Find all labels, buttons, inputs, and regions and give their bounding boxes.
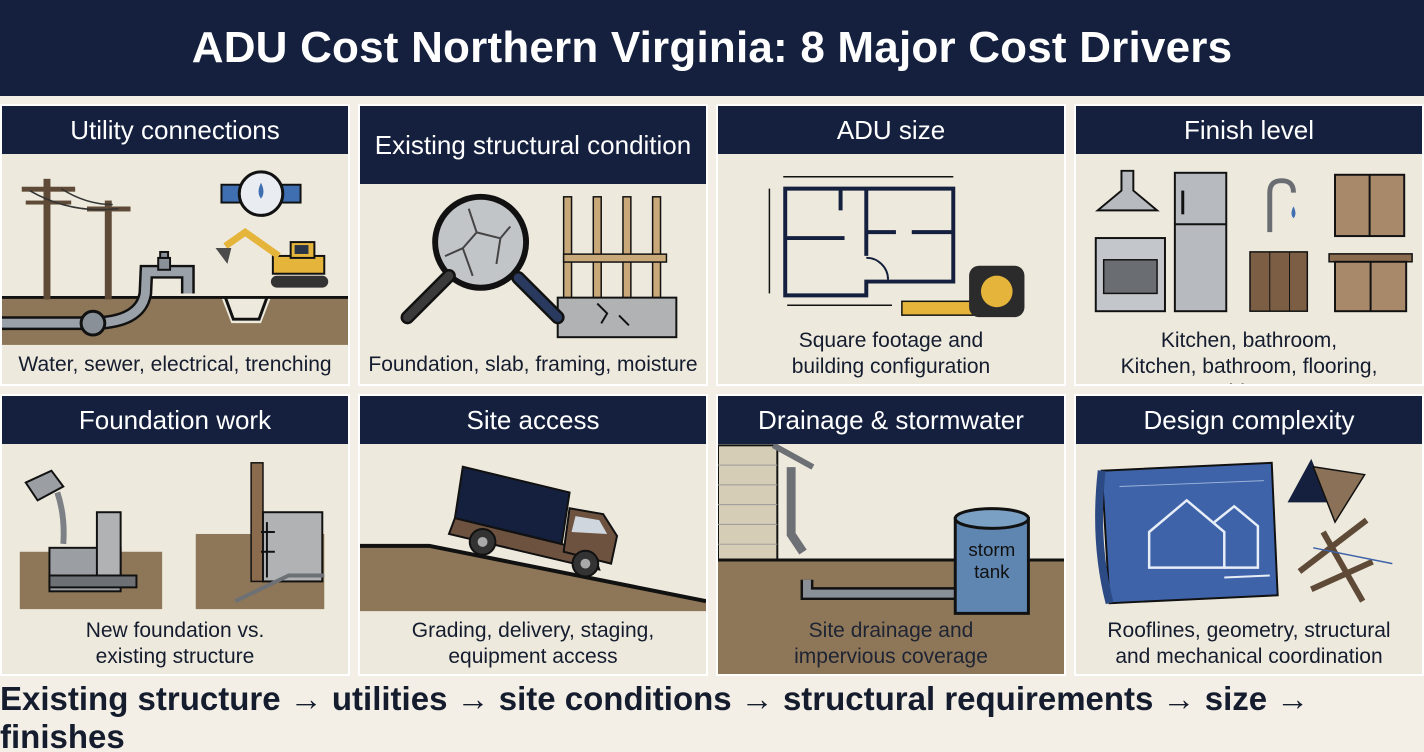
delivery-truck-slope-illustration xyxy=(360,452,706,612)
card-finish-level: Finish level Kitchen, bathro xyxy=(1074,104,1424,386)
card-title: ADU size xyxy=(718,106,1064,154)
kitchen-finishes-illustration xyxy=(1076,162,1422,322)
card-title: Design complexity xyxy=(1076,396,1422,444)
card-caption: Site drainage and impervious coverage xyxy=(794,619,988,668)
card-title: Site access xyxy=(360,396,706,444)
cost-driver-sequence: Existing structure → utilities → site co… xyxy=(0,680,1424,752)
card-adu-size: ADU size Square footage and building con… xyxy=(716,104,1066,386)
card-site-access: Site access Grading, delivery, staging, … xyxy=(358,394,708,676)
page-title: ADU Cost Northern Virginia: 8 Major Cost… xyxy=(0,0,1424,96)
card-foundation-work: Foundation work New foundation vs. exist… xyxy=(0,394,350,676)
card-caption: Kitchen, bathroom, Kitchen, bathroom, fl… xyxy=(1120,329,1378,384)
card-drainage-stormwater: Drainage & stormwater storm tank Site dr… xyxy=(716,394,1066,676)
card-title: Drainage & stormwater xyxy=(718,396,1064,444)
card-caption: New foundation vs. existing structure xyxy=(85,619,265,668)
card-title: Utility connections xyxy=(2,106,348,154)
drainage-storm-tank-illustration: storm tank xyxy=(718,444,1064,674)
structural-inspection-illustration xyxy=(360,186,706,346)
floor-plan-illustration xyxy=(718,162,1064,322)
card-title: Finish level xyxy=(1076,106,1422,154)
card-caption: Water, sewer, electrical, trenching xyxy=(18,353,332,376)
utility-connections-illustration xyxy=(2,154,348,346)
card-caption: Square footage and building configuratio… xyxy=(791,329,991,378)
card-title: Foundation work xyxy=(2,396,348,444)
card-existing-structural-condition: Existing structural condition Foundation… xyxy=(358,104,708,386)
card-utility-connections: Utility connections xyxy=(0,104,350,386)
card-design-complexity: Design complexity Rooflines, geometry, s… xyxy=(1074,394,1424,676)
foundation-pour-illustration xyxy=(2,452,348,612)
card-title: Existing structural condition xyxy=(360,106,706,184)
tank-label-line-1: storm xyxy=(968,539,1015,560)
card-caption: Rooflines, geometry, structural and mech… xyxy=(1107,619,1391,668)
card-caption: Foundation, slab, framing, moisture xyxy=(368,353,698,376)
card-caption: Grading, delivery, staging, equipment ac… xyxy=(411,619,655,668)
tank-label-line-2: tank xyxy=(974,561,1010,582)
blueprint-design-illustration xyxy=(1076,452,1422,612)
